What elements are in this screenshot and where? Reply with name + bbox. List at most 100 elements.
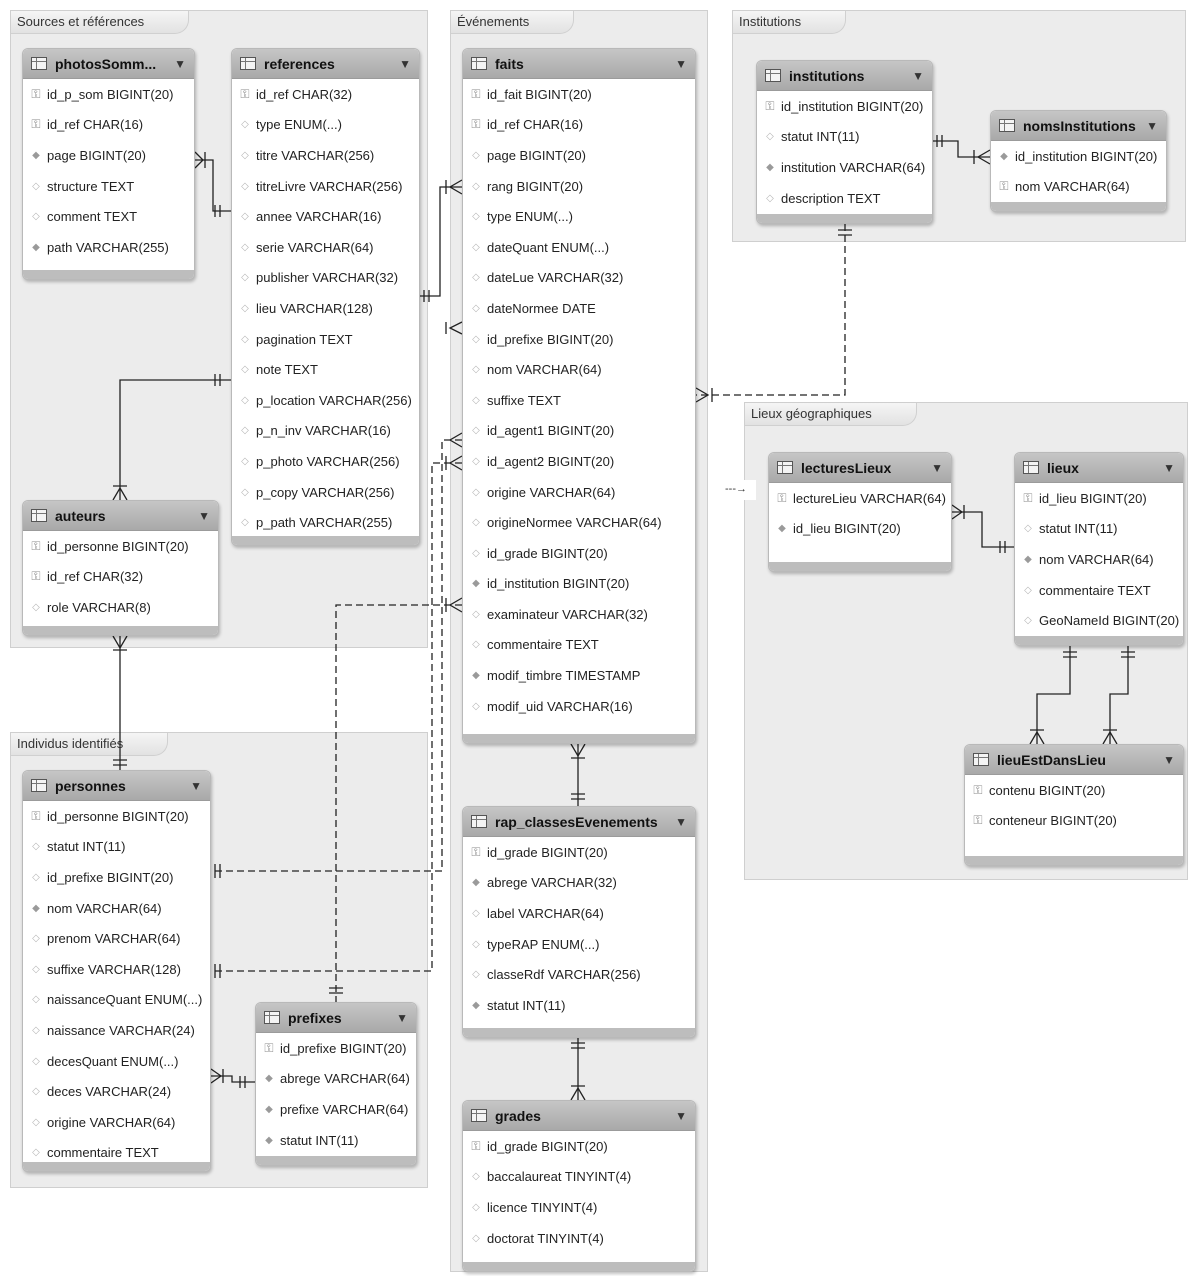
column-row[interactable]: ⚿id_ref CHAR(32) — [23, 562, 218, 593]
collapse-arrow-icon[interactable]: ▼ — [396, 1010, 408, 1025]
column-row[interactable]: ◇nom VARCHAR(64) — [463, 354, 695, 385]
column-row[interactable]: ◇origine VARCHAR(64) — [23, 1107, 210, 1138]
table-lecturesLieux[interactable]: lecturesLieux ▼ ⚿lectureLieu VARCHAR(64)… — [768, 452, 952, 572]
column-row[interactable]: ◆abrege VARCHAR(64) — [256, 1064, 416, 1095]
column-row[interactable]: ◇p_copy VARCHAR(256) — [232, 477, 419, 508]
column-row[interactable]: ◇titreLivre VARCHAR(256) — [232, 171, 419, 202]
collapse-arrow-icon[interactable]: ▼ — [399, 56, 411, 71]
column-row[interactable]: ◇label VARCHAR(64) — [463, 898, 695, 929]
column-row[interactable]: ◇id_agent1 BIGINT(20) — [463, 416, 695, 447]
column-row[interactable]: ◇p_photo VARCHAR(256) — [232, 446, 419, 477]
column-row[interactable]: ◇p_path VARCHAR(255) — [232, 507, 419, 538]
column-row[interactable]: ◇dateQuant ENUM(...) — [463, 232, 695, 263]
column-row[interactable]: ◇id_agent2 BIGINT(20) — [463, 446, 695, 477]
column-row[interactable]: ◇typeRAP ENUM(...) — [463, 929, 695, 960]
column-row[interactable]: ◆id_lieu BIGINT(20) — [769, 514, 951, 545]
column-row[interactable]: ◇type ENUM(...) — [463, 201, 695, 232]
column-row[interactable]: ◇publisher VARCHAR(32) — [232, 263, 419, 294]
column-row[interactable]: ◇dateLue VARCHAR(32) — [463, 263, 695, 294]
table-header[interactable]: lieuEstDansLieu ▼ — [965, 745, 1183, 775]
collapse-arrow-icon[interactable]: ▼ — [1163, 460, 1175, 475]
column-row[interactable]: ◆nom VARCHAR(64) — [1015, 544, 1183, 575]
column-row[interactable]: ◆statut INT(11) — [463, 990, 695, 1021]
table-header[interactable]: lecturesLieux ▼ — [769, 453, 951, 483]
column-row[interactable]: ◇baccalaureat TINYINT(4) — [463, 1162, 695, 1193]
column-row[interactable]: ◇modif_uid VARCHAR(16) — [463, 691, 695, 722]
column-row[interactable]: ◇deces VARCHAR(24) — [23, 1076, 210, 1107]
column-row[interactable]: ◇examinateur VARCHAR(32) — [463, 599, 695, 630]
collapse-arrow-icon[interactable]: ▼ — [675, 814, 687, 829]
column-row[interactable]: ◆path VARCHAR(255) — [23, 232, 194, 263]
column-row[interactable]: ◇statut INT(11) — [757, 122, 932, 153]
table-grades[interactable]: grades ▼ ⚿id_grade BIGINT(20)◇baccalaure… — [462, 1100, 696, 1272]
column-row[interactable]: ◇page BIGINT(20) — [463, 140, 695, 171]
column-row[interactable]: ◇GeoNameId BIGINT(20) — [1015, 605, 1183, 636]
column-row[interactable]: ◇type ENUM(...) — [232, 110, 419, 141]
column-row[interactable]: ⚿lectureLieu VARCHAR(64) — [769, 483, 951, 514]
table-references[interactable]: references ▼ ⚿id_ref CHAR(32)◇type ENUM(… — [231, 48, 420, 546]
column-row[interactable]: ◇suffixe VARCHAR(128) — [23, 954, 210, 985]
column-row[interactable]: ◇licence TINYINT(4) — [463, 1192, 695, 1223]
table-header[interactable]: personnes ▼ — [23, 771, 210, 801]
table-header[interactable]: lieux ▼ — [1015, 453, 1183, 483]
column-row[interactable]: ⚿id_fait BIGINT(20) — [463, 79, 695, 110]
column-row[interactable]: ◇structure TEXT — [23, 171, 194, 202]
column-row[interactable]: ◇description TEXT — [757, 183, 932, 214]
column-row[interactable]: ⚿id_grade BIGINT(20) — [463, 837, 695, 868]
collapse-arrow-icon[interactable]: ▼ — [675, 56, 687, 71]
column-row[interactable]: ◆modif_timbre TIMESTAMP — [463, 660, 695, 691]
column-row[interactable]: ◆abrege VARCHAR(32) — [463, 868, 695, 899]
column-row[interactable]: ◇dateNormee DATE — [463, 293, 695, 324]
column-row[interactable]: ◆id_institution BIGINT(20) — [991, 141, 1166, 172]
column-row[interactable]: ◇decesQuant ENUM(...) — [23, 1046, 210, 1077]
column-row[interactable]: ⚿nom VARCHAR(64) — [991, 172, 1166, 203]
column-row[interactable]: ◇naissanceQuant ENUM(...) — [23, 985, 210, 1016]
column-row[interactable]: ◆statut INT(11) — [256, 1125, 416, 1156]
column-row[interactable]: ◇origineNormee VARCHAR(64) — [463, 507, 695, 538]
column-row[interactable]: ◇serie VARCHAR(64) — [232, 232, 419, 263]
table-header[interactable]: faits ▼ — [463, 49, 695, 79]
table-header[interactable]: rap_classesEvenements ▼ — [463, 807, 695, 837]
table-institutions[interactable]: institutions ▼ ⚿id_institution BIGINT(20… — [756, 60, 933, 224]
column-row[interactable]: ⚿id_p_som BIGINT(20) — [23, 79, 194, 110]
column-row[interactable]: ⚿id_personne BIGINT(20) — [23, 801, 210, 832]
collapse-arrow-icon[interactable]: ▼ — [931, 460, 943, 475]
column-row[interactable]: ⚿id_ref CHAR(32) — [232, 79, 419, 110]
column-row[interactable]: ◇annee VARCHAR(16) — [232, 201, 419, 232]
column-row[interactable]: ◇classeRdf VARCHAR(256) — [463, 959, 695, 990]
column-row[interactable]: ◇titre VARCHAR(256) — [232, 140, 419, 171]
table-auteurs[interactable]: auteurs ▼ ⚿id_personne BIGINT(20)⚿id_ref… — [22, 500, 219, 636]
column-row[interactable]: ◇statut INT(11) — [1015, 514, 1183, 545]
column-row[interactable]: ◇rang BIGINT(20) — [463, 171, 695, 202]
column-row[interactable]: ◇id_grade BIGINT(20) — [463, 538, 695, 569]
table-header[interactable]: grades ▼ — [463, 1101, 695, 1131]
table-header[interactable]: nomsInstitutions ▼ — [991, 111, 1166, 141]
column-row[interactable]: ⚿id_institution BIGINT(20) — [757, 91, 932, 122]
column-row[interactable]: ◆institution VARCHAR(64) — [757, 152, 932, 183]
table-rap-classesEvenements[interactable]: rap_classesEvenements ▼ ⚿id_grade BIGINT… — [462, 806, 696, 1038]
column-row[interactable]: ⚿id_grade BIGINT(20) — [463, 1131, 695, 1162]
table-header[interactable]: prefixes ▼ — [256, 1003, 416, 1033]
collapse-arrow-icon[interactable]: ▼ — [1146, 118, 1158, 133]
collapse-arrow-icon[interactable]: ▼ — [1163, 752, 1175, 767]
table-prefixes[interactable]: prefixes ▼ ⚿id_prefixe BIGINT(20)◆abrege… — [255, 1002, 417, 1166]
column-row[interactable]: ◇note TEXT — [232, 354, 419, 385]
table-lieuEstDansLieu[interactable]: lieuEstDansLieu ▼ ⚿contenu BIGINT(20)⚿co… — [964, 744, 1184, 866]
column-row[interactable]: ◇prenom VARCHAR(64) — [23, 923, 210, 954]
column-row[interactable]: ⚿id_ref CHAR(16) — [23, 110, 194, 141]
table-header[interactable]: auteurs ▼ — [23, 501, 218, 531]
column-row[interactable]: ◇commentaire TEXT — [463, 630, 695, 661]
column-row[interactable]: ◇comment TEXT — [23, 201, 194, 232]
column-row[interactable]: ◇statut INT(11) — [23, 832, 210, 863]
column-row[interactable]: ◆id_institution BIGINT(20) — [463, 569, 695, 600]
column-row[interactable]: ⚿id_personne BIGINT(20) — [23, 531, 218, 562]
table-header[interactable]: photosSomm... ▼ — [23, 49, 194, 79]
collapse-arrow-icon[interactable]: ▼ — [912, 68, 924, 83]
column-row[interactable]: ◇commentaire TEXT — [1015, 575, 1183, 606]
column-row[interactable]: ⚿conteneur BIGINT(20) — [965, 806, 1183, 837]
column-row[interactable]: ◇lieu VARCHAR(128) — [232, 293, 419, 324]
collapse-arrow-icon[interactable]: ▼ — [190, 778, 202, 793]
column-row[interactable]: ◇suffixe TEXT — [463, 385, 695, 416]
collapse-arrow-icon[interactable]: ▼ — [675, 1108, 687, 1123]
column-row[interactable]: ⚿id_prefixe BIGINT(20) — [256, 1033, 416, 1064]
